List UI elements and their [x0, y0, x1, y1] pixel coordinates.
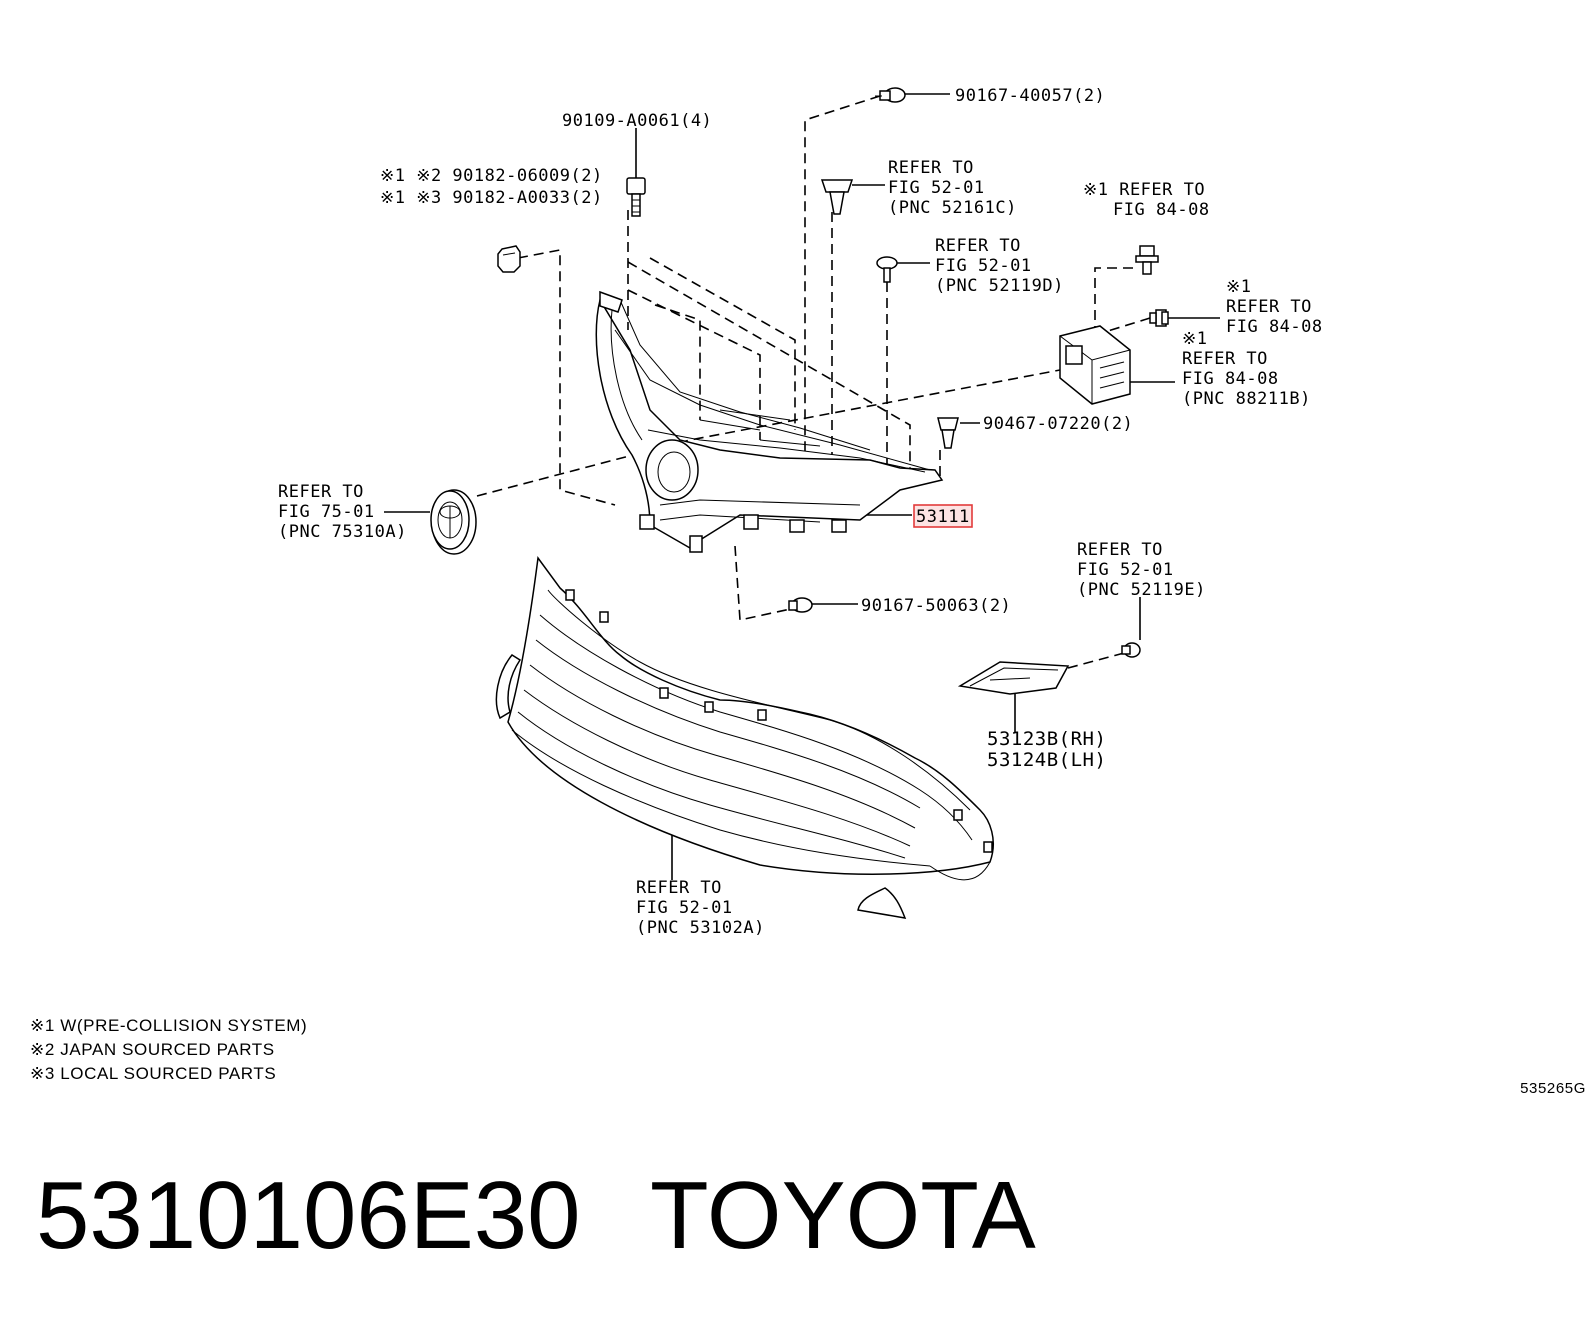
- label-screw-52119d-line3: (PNC 52119D): [935, 276, 1064, 296]
- label-screw-90167-bottom: 90167-50063(2): [861, 596, 1011, 616]
- footnotes: ※1 W(PRE-COLLISION SYSTEM) ※2 JAPAN SOUR…: [30, 1016, 307, 1083]
- label-screw-52119d-line1: REFER TO: [935, 236, 1021, 256]
- label-sensor-88211b-line3: FIG 84-08: [1182, 369, 1279, 389]
- label-screw-52119d-line2: FIG 52-01: [935, 256, 1032, 276]
- bolt-90109-icon: [626, 177, 646, 217]
- label-screw-52119e-line2: FIG 52-01: [1077, 560, 1174, 580]
- label-lower-grille-line1: REFER TO: [636, 878, 722, 898]
- screw-52119e-icon: [1121, 642, 1141, 658]
- footnote-3: ※3 LOCAL SOURCED PARTS: [30, 1064, 276, 1083]
- label-clip-90467: 90467-07220(2): [983, 414, 1133, 434]
- label-clip-52161c-line3: (PNC 52161C): [888, 198, 1017, 218]
- label-sensor-bolt-right-line1: ※1: [1226, 277, 1251, 297]
- footnote-2: ※2 JAPAN SOURCED PARTS: [30, 1040, 275, 1059]
- label-sensor-bolt-top-line1: ※1 REFER TO: [1083, 180, 1205, 200]
- label-screw-90167-top: 90167-40057(2): [955, 86, 1105, 106]
- label-screw-52119e-line3: (PNC 52119E): [1077, 580, 1206, 600]
- lower-grille-icon: [495, 556, 994, 919]
- label-sensor-88211b-line1: ※1: [1182, 329, 1207, 349]
- label-sensor-88211b-line2: REFER TO: [1182, 349, 1268, 369]
- label-lower-grille-line3: (PNC 53102A): [636, 918, 765, 938]
- brand-name: TOYOTA: [650, 1162, 1036, 1269]
- label-nut-90182-a: ※1 ※2 90182-06009(2): [380, 166, 603, 186]
- highlight-box: [913, 504, 973, 528]
- emblem-icon: [430, 489, 477, 555]
- label-cover-rh: 53123B(RH): [987, 728, 1106, 750]
- bolt-sensor-top-icon: [1135, 245, 1159, 275]
- radar-sensor-icon: [1059, 325, 1131, 405]
- label-clip-52161c-line2: FIG 52-01: [888, 178, 985, 198]
- clip-90467-icon: [937, 417, 959, 449]
- upper-grille-icon: [595, 290, 944, 553]
- label-emblem-line3: (PNC 75310A): [278, 522, 407, 542]
- label-nut-90182-b: ※1 ※3 90182-A0033(2): [380, 188, 603, 208]
- label-sensor-88211b-line4: (PNC 88211B): [1182, 389, 1311, 409]
- nut-90182-icon: [497, 245, 521, 273]
- figure-code: 535265G: [1520, 1080, 1586, 1097]
- label-bolt-90109: 90109-A0061(4): [562, 111, 712, 131]
- screw-52119d-icon: [876, 256, 898, 283]
- callout-labels: 90109-A0061(4) ※1 ※2 90182-06009(2) ※1 ※…: [278, 86, 1323, 938]
- label-clip-52161c-line1: REFER TO: [888, 158, 974, 178]
- bolt-sensor-right-icon: [1149, 309, 1169, 327]
- label-sensor-bolt-right-line2: REFER TO: [1226, 297, 1312, 317]
- screw-90167-bottom-icon: [788, 597, 813, 613]
- label-sensor-bolt-top-line2: FIG 84-08: [1113, 200, 1210, 220]
- label-grille-part: 53111: [916, 507, 970, 527]
- footnote-1: ※1 W(PRE-COLLISION SYSTEM): [30, 1016, 307, 1035]
- screw-90167-top-icon: [875, 87, 906, 103]
- side-cover-icon: [957, 661, 1070, 695]
- label-sensor-bolt-right-line3: FIG 84-08: [1226, 317, 1323, 337]
- label-screw-52119e-line1: REFER TO: [1077, 540, 1163, 560]
- leader-lines: [384, 93, 1220, 880]
- part-number: 5310106E30: [36, 1162, 581, 1269]
- label-emblem-line2: FIG 75-01: [278, 502, 375, 522]
- label-emblem-line1: REFER TO: [278, 482, 364, 502]
- label-lower-grille-line2: FIG 52-01: [636, 898, 733, 918]
- label-cover-lh: 53124B(LH): [987, 749, 1106, 771]
- clip-52161c-icon: [820, 179, 854, 215]
- assembly-lines: [476, 95, 1151, 669]
